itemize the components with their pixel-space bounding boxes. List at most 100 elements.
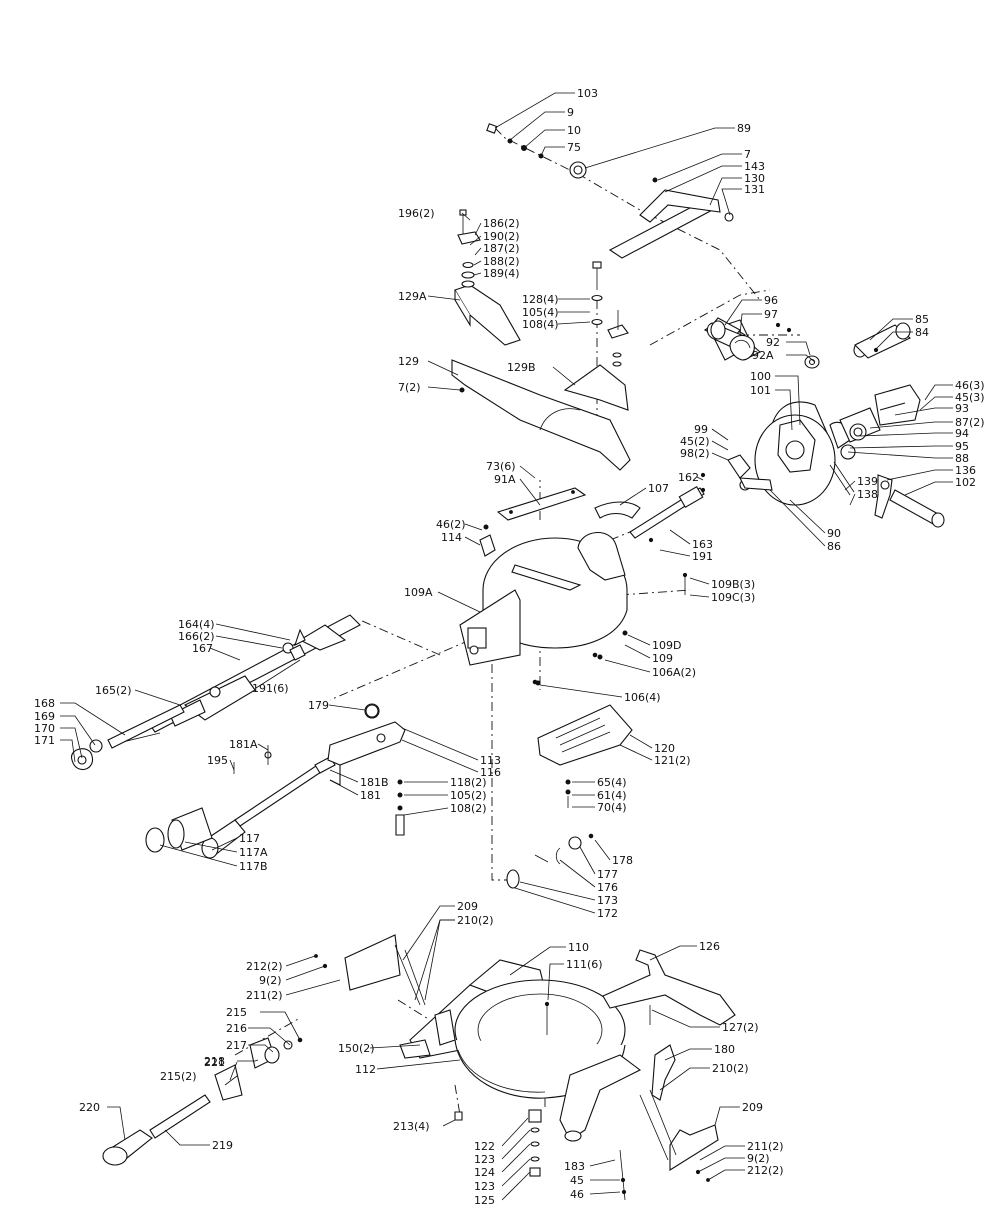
motor-components	[706, 317, 911, 369]
part-label: 216	[226, 1022, 247, 1035]
part-label: 109B(3)	[711, 578, 755, 591]
part-label: 85	[915, 313, 929, 326]
part-label: 163	[692, 538, 713, 551]
part-label: 108(2)	[450, 802, 487, 815]
top-link-arm	[486, 123, 734, 259]
part-label: 116	[480, 766, 501, 779]
leader-lines	[60, 92, 953, 1201]
part-label: 126	[699, 940, 720, 953]
part-label: 212(2)	[747, 1164, 784, 1177]
part-label: 109D	[652, 639, 681, 652]
part-label: 96	[764, 294, 778, 307]
handle-126	[602, 949, 736, 1026]
gear-parts	[506, 833, 594, 889]
part-label: 112	[355, 1063, 376, 1076]
part-label: 91A	[494, 473, 516, 486]
part-label: 169	[34, 710, 55, 723]
part-label: 211(2)	[747, 1140, 784, 1153]
part-label: 183	[564, 1160, 585, 1173]
left-extension-assembly	[71, 614, 361, 771]
part-label: 127(2)	[722, 1021, 759, 1034]
part-label: 92	[766, 336, 780, 349]
part-label: 188(2)	[483, 255, 520, 268]
part-label: 189(4)	[483, 267, 520, 280]
part-label: 89	[737, 122, 751, 135]
part-label: 106(4)	[624, 691, 661, 704]
part-label: 117A	[239, 846, 268, 859]
part-label: 109C(3)	[711, 591, 755, 604]
part-label: 117	[239, 832, 260, 845]
part-label: 125	[474, 1194, 495, 1207]
part-label: 93	[955, 402, 969, 415]
part-label: 177	[597, 868, 618, 881]
part-label: 130	[744, 172, 765, 185]
part-label: 143	[744, 160, 765, 173]
part-label: 181B	[360, 776, 389, 789]
part-label: 9(2)	[259, 974, 282, 987]
part-label: 187(2)	[483, 242, 520, 255]
part-label: 166(2)	[178, 630, 215, 643]
part-label: 167	[192, 642, 213, 655]
part-label: 107	[648, 482, 669, 495]
part-label: 211(2)	[246, 989, 283, 1002]
part-label: 117B	[239, 860, 268, 873]
part-label: 111(6)	[566, 958, 603, 971]
part-label: 123	[474, 1153, 495, 1166]
part-label: 9	[567, 106, 574, 119]
part-label: 131	[744, 183, 765, 196]
handle-assembly-219	[102, 1037, 303, 1166]
part-label: 213(4)	[393, 1120, 430, 1133]
part-label: 95	[955, 440, 969, 453]
part-label: 87(2)	[955, 416, 985, 429]
part-label: 220	[79, 1101, 100, 1114]
plate-91A	[479, 487, 587, 557]
part-label: 138	[857, 488, 878, 501]
part-label: 84	[915, 326, 929, 339]
part-label: 162	[678, 471, 699, 484]
part-label: 113	[480, 754, 501, 767]
part-label: 46	[570, 1188, 584, 1201]
part-label: 97	[764, 308, 778, 321]
part-label: 109	[652, 652, 673, 665]
part-label: 221	[204, 1056, 225, 1069]
part-label: 139	[857, 475, 878, 488]
part-label: 217	[226, 1039, 247, 1052]
part-label: 173	[597, 894, 618, 907]
part-label: 122	[474, 1140, 495, 1153]
part-label: 7(2)	[398, 381, 421, 394]
part-label: 70(4)	[597, 801, 627, 814]
base-110	[399, 959, 642, 1142]
part-label: 103	[577, 87, 598, 100]
part-label: 61(4)	[597, 789, 627, 802]
turntable-109	[459, 531, 628, 686]
part-label: 178	[612, 854, 633, 867]
lock-rod-and-knob	[145, 745, 336, 859]
part-label: 105(4)	[522, 306, 559, 319]
part-label: 190(2)	[483, 230, 520, 243]
part-label: 73(6)	[486, 460, 516, 473]
part-drawings	[71, 123, 945, 1201]
part-label: 164(4)	[178, 618, 215, 631]
part-label: 110	[568, 941, 589, 954]
part-label: 219	[212, 1139, 233, 1152]
part-label: 86	[827, 540, 841, 553]
part-label: 209	[742, 1101, 763, 1114]
part-label: 46(3)	[955, 379, 985, 392]
part-label: 123	[474, 1180, 495, 1193]
part-label: 215(2)	[160, 1070, 197, 1083]
part-label: 106A(2)	[652, 666, 696, 679]
part-label: 102	[955, 476, 976, 489]
part-label: 65(4)	[597, 776, 627, 789]
part-label: 168	[34, 697, 55, 710]
part-label: 150(2)	[338, 1042, 375, 1055]
part-label: 45	[570, 1174, 584, 1187]
part-label: 136	[955, 464, 976, 477]
fence-209-right	[639, 1044, 719, 1182]
part-label: 98(2)	[680, 447, 710, 460]
part-label: 170	[34, 722, 55, 735]
part-label: 124	[474, 1166, 495, 1179]
part-label: 196(2)	[398, 207, 435, 220]
misc-small-parts	[365, 322, 792, 718]
part-label: 10	[567, 124, 581, 137]
